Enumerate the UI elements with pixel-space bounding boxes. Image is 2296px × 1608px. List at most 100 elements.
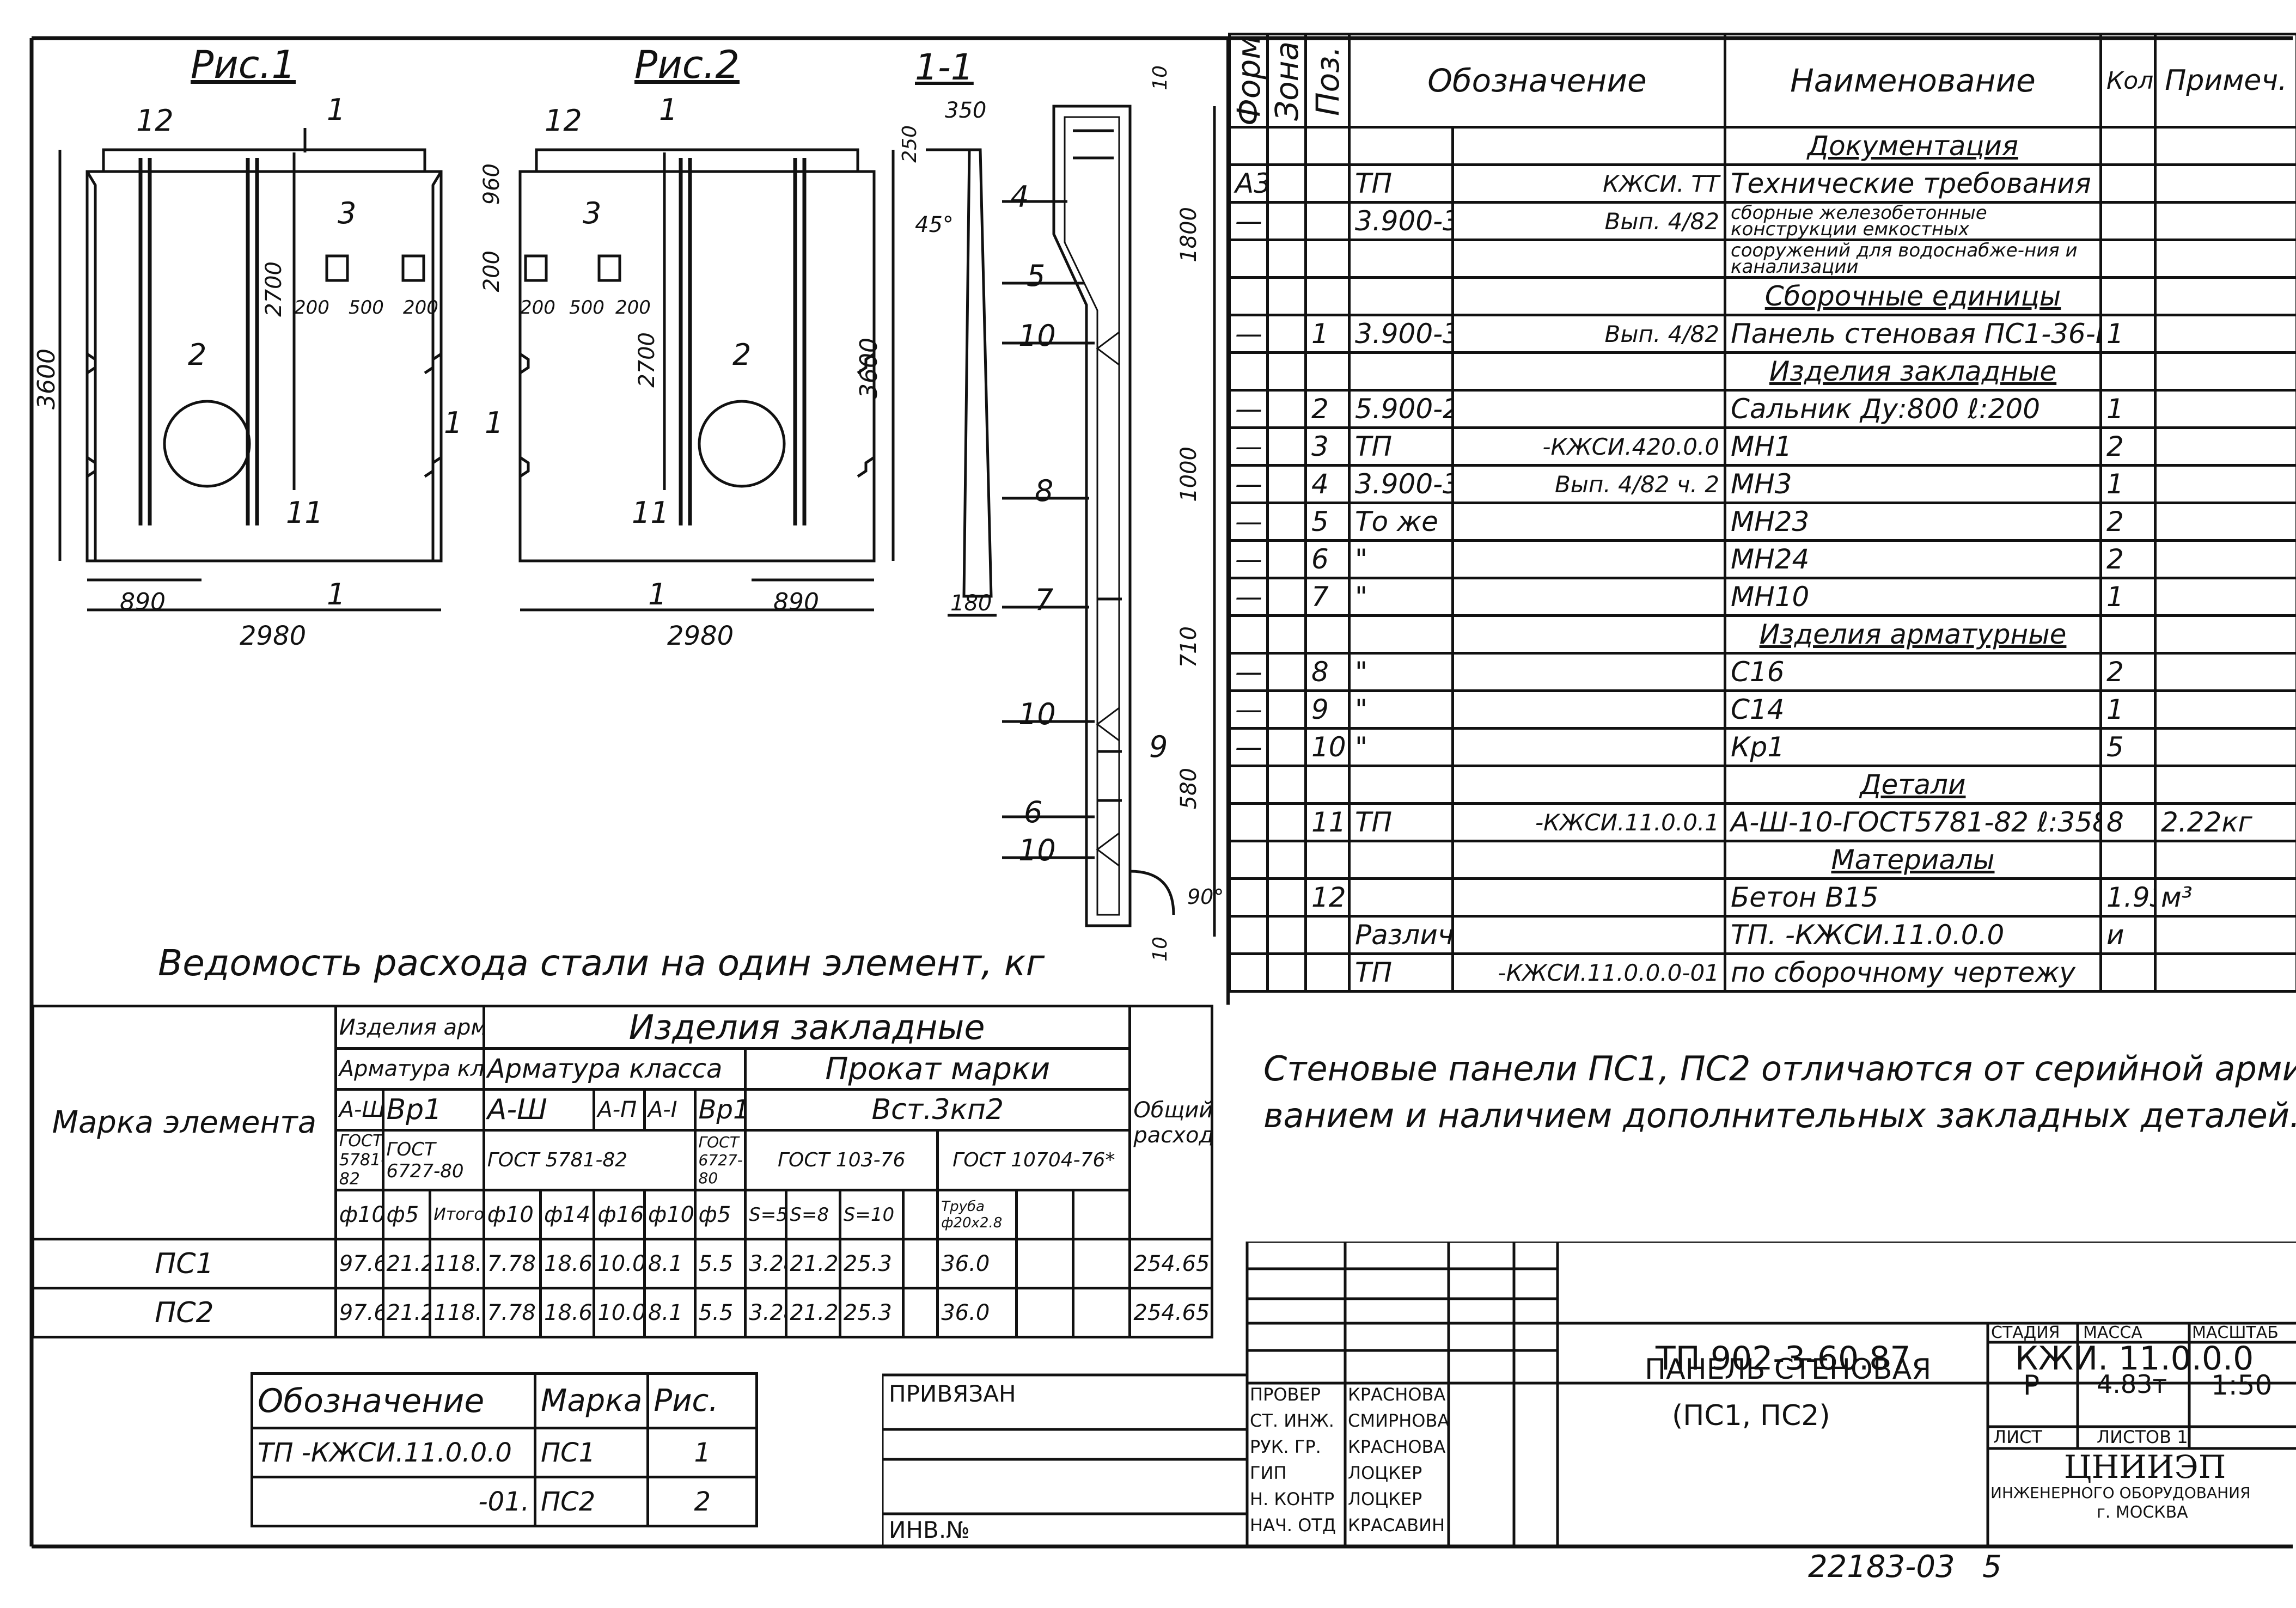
spec-cell-note (2154, 201, 2296, 241)
tb-signer-role: ГИП (1250, 1463, 1287, 1483)
spec-cell-pos (1304, 840, 1351, 880)
spec-header-row: Формат Зона Поз. Обозначение Наименовани… (1229, 33, 2296, 129)
spec-cell-zone (1266, 689, 1307, 730)
spec-cell-zone (1266, 276, 1307, 316)
spec-cell-designation: 5.900-2 (1348, 389, 1454, 429)
spec-cell-qty: 2 (2099, 426, 2157, 467)
fig2-dim-200: 200 (479, 250, 504, 292)
spec-cell-designation (1348, 126, 1454, 166)
tb-signer-role: РУК. ГР. (1250, 1436, 1321, 1457)
spec-cell-designation: " (1348, 727, 1454, 767)
steel-cell-mark: ПС2 (32, 1287, 337, 1338)
spec-cell-note (2154, 389, 2296, 429)
tb-stage-label: СТАДИЯ (1991, 1323, 2060, 1342)
rebar-dim-10top: 10 (1149, 65, 1171, 90)
fig2-dim-890: 890 (773, 588, 819, 616)
spec-cell-note (2154, 539, 2296, 579)
spec-cell-qty (2099, 239, 2157, 279)
steel-dblank3 (1072, 1189, 1132, 1240)
spec-cell-zone (1266, 952, 1307, 993)
steel-gost-6727b: ГОСТ 6727-80 (693, 1129, 747, 1191)
steel-arm-class2-header: Арматура класса (482, 1047, 747, 1091)
steel-d10c: ф10 (643, 1189, 697, 1240)
spec-cell-name: Документация (1724, 126, 2102, 166)
spec-cell-note (2154, 915, 2296, 955)
rebar-dim-90: 90° (1187, 885, 1224, 909)
spec-cell-designation-code (1451, 614, 1726, 655)
steel-consumption-table: Марка элемента Изделия арматурные Издели… (32, 1005, 1213, 1338)
steel-gost-6727: ГОСТ 6727-80 (381, 1129, 485, 1191)
spec-cell-format (1228, 276, 1269, 316)
steel-arm-class-header: Арматура класса (334, 1047, 485, 1091)
variants-cell-fig: 2 (646, 1476, 759, 1527)
section-dim-250: 250 (899, 125, 921, 163)
spec-cell-name: Изделия арматурные (1724, 614, 2102, 655)
variants-cell-mark: ПС1 (533, 1427, 650, 1478)
spec-cell-designation-code (1451, 689, 1726, 730)
steel-gost-5781: ГОСТ 5781-82 (334, 1129, 384, 1191)
steel-class-bp1: Вр1 (381, 1088, 485, 1132)
tb-signer-role: СТ. ИНЖ. (1250, 1410, 1334, 1431)
steel-ds5: S=5 (744, 1189, 788, 1240)
spec-cell-qty (2099, 840, 2157, 880)
spec-cell-format (1228, 614, 1269, 655)
steel-ds8: S=8 (785, 1189, 841, 1240)
spec-cell-note: м³ (2154, 877, 2296, 918)
spec-cell-note (2154, 727, 2296, 767)
spec-cell-zone (1266, 765, 1307, 805)
spec-cell-designation: Различие исполнений (1348, 915, 1454, 955)
spec-cell-zone (1266, 163, 1307, 204)
fig2-pos-1: 1 (485, 406, 504, 440)
spec-cell-designation (1348, 614, 1454, 655)
spec-cell-format: — (1228, 727, 1269, 767)
spec-cell-zone (1266, 614, 1307, 655)
steel-cell-value (1072, 1287, 1132, 1338)
fig2-dim-2980: 2980 (667, 621, 734, 651)
spec-cell-note (2154, 239, 2296, 279)
section-1-1-outline (926, 148, 997, 617)
section-dim-350: 350 (945, 98, 987, 123)
tb-org3: г. МОСКВА (2097, 1503, 2188, 1522)
tb-mass-label: МАССА (2083, 1323, 2142, 1342)
tb-name-line2: (ПС1, ПС2) (1672, 1399, 1830, 1432)
spec-cell-name: А-Ш-10-ГОСТ5781-82 ℓ:3580 (1724, 802, 2102, 842)
spec-cell-qty: 1.93 (2099, 877, 2157, 918)
steel-ditogo: Итого (429, 1189, 485, 1240)
fig1-dim-200b: 200 (403, 297, 438, 319)
spec-cell-designation (1348, 840, 1454, 880)
rebar-label-5: 5 (1027, 259, 1046, 293)
variants-cell-mark: ПС2 (533, 1476, 650, 1527)
spec-cell-designation (1348, 877, 1454, 918)
rebar-dim-580: 580 (1176, 768, 1201, 810)
rebar-dim-1000: 1000 (1176, 447, 1201, 502)
spec-cell-pos: 12 (1304, 877, 1351, 918)
rebar-label-4: 4 (1010, 180, 1029, 214)
spec-cell-designation-code (1451, 727, 1726, 767)
spec-cell-format: — (1228, 314, 1269, 354)
spec-cell-name: Кр1 (1724, 727, 2102, 767)
tb-scale-label: МАСШТАБ (2192, 1323, 2279, 1342)
spec-cell-qty: и (2099, 915, 2157, 955)
spec-cell-format: — (1228, 577, 1269, 617)
spec-cell-qty (2099, 614, 2157, 655)
fig2-dim-3600: 3600 (855, 338, 883, 399)
spec-cell-name: Бетон В15 (1724, 877, 2102, 918)
section-dim-180: 180 (950, 591, 992, 616)
spec-cell-name: Детали (1724, 765, 2102, 805)
spec-cell-format (1228, 802, 1269, 842)
steel-cell-value: 36.0 (936, 1287, 1018, 1338)
spec-cell-name: ТП. -КЖСИ.11.0.0.0 (1724, 915, 2102, 955)
spec-cell-designation (1348, 239, 1454, 279)
fig1-pos-3: 3 (338, 196, 357, 230)
spec-cell-pos (1304, 351, 1351, 392)
spec-cell-pos (1304, 276, 1351, 316)
steel-row: ПС197.6921.2118.897.7818.610.08.15.53.28… (32, 1238, 1213, 1289)
tb-scale: 1:50 (2211, 1369, 2273, 1401)
spec-row: сооружений для водоснабже-ния и канализа… (1228, 239, 2296, 279)
